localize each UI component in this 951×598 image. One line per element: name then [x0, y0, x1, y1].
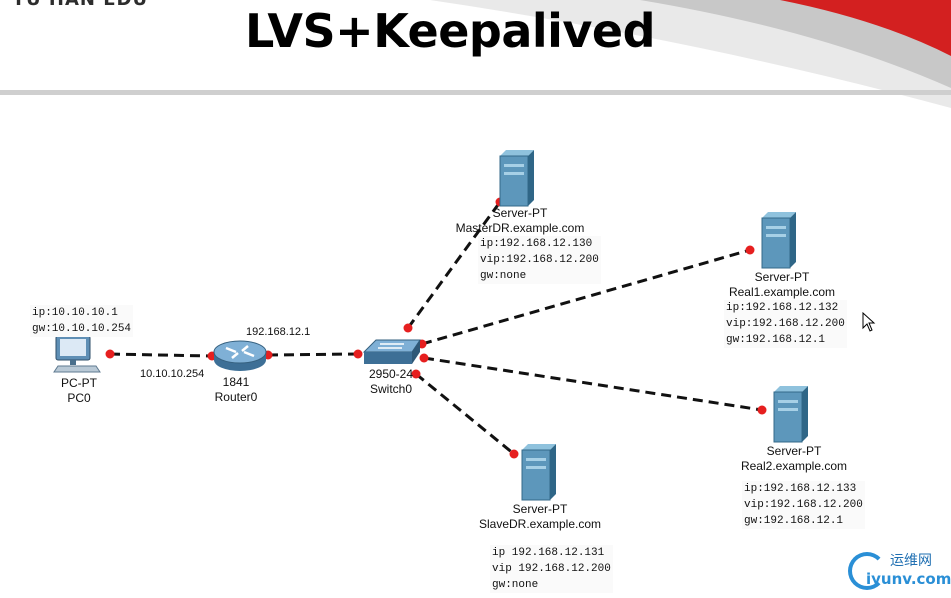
slave-name: SlaveDR.example.com [478, 517, 602, 531]
server-icon-slave [521, 444, 556, 501]
switch0-model: 2950-24 [368, 367, 414, 381]
link-switch-real1 [421, 248, 751, 346]
slave-label: Server-PT SlaveDR.example.com [462, 502, 618, 532]
real2-config-note: ip:192.168.12.133 vip:192.168.12.200 gw:… [742, 481, 865, 529]
switch0-name: Switch0 [369, 382, 413, 396]
pc0-label: PC-PT PC0 [50, 376, 108, 406]
mouse-pointer-icon [862, 312, 876, 332]
switch0-label: 2950-24 Switch0 [360, 367, 422, 397]
link-pc-router [109, 352, 213, 358]
real2-name: Real2.example.com [740, 459, 848, 473]
real1-label: Server-PT Real1.example.com [712, 270, 852, 300]
pc0-model: PC-PT [61, 376, 97, 390]
link-switch-slave [415, 372, 515, 456]
pc0-config-note: ip:10.10.10.1 gw:10.10.10.254 [30, 305, 134, 337]
router-wan-ip: 192.168.12.1 [246, 326, 311, 338]
link-switch-real2 [423, 356, 763, 412]
master-model: Server-PT [492, 206, 548, 220]
real1-config-note: ip:192.168.12.132 vip:192.168.12.200 gw:… [724, 300, 847, 348]
router0-name: Router0 [214, 390, 258, 404]
link-switch-master [406, 201, 502, 329]
switch-icon [362, 339, 421, 364]
router-lan-ip: 10.10.10.254 [140, 368, 205, 380]
slave-config-note: ip 192.168.12.131 vip 192.168.12.200 gw:… [490, 545, 613, 593]
master-label: Server-PT MasterDR.example.com [440, 206, 600, 236]
watermark-en: iyunv.com [866, 570, 951, 588]
router0-label: 1841 Router0 [200, 375, 272, 405]
router0-model: 1841 [222, 375, 250, 389]
real1-name: Real1.example.com [728, 285, 836, 299]
server-icon-real2 [773, 386, 808, 443]
pc0-name: PC0 [67, 391, 91, 405]
router-icon [213, 340, 267, 371]
slide-title: LVS+Keepalived [244, 4, 656, 58]
pc-icon [53, 335, 101, 373]
port-dots [105, 197, 767, 459]
watermark-ring-icon [848, 552, 886, 590]
server-icon-real1 [761, 212, 796, 269]
link-router-switch [267, 352, 359, 357]
real2-label: Server-PT Real2.example.com [724, 444, 864, 474]
real1-model: Server-PT [754, 270, 810, 284]
real2-model: Server-PT [766, 444, 822, 458]
title-divider [0, 90, 951, 95]
master-config-note: ip:192.168.12.130 vip:192.168.12.200 gw:… [478, 236, 601, 284]
links [109, 201, 763, 456]
watermark-cn: 运维网 [890, 553, 932, 569]
watermark-logo: 运维网 iyunv.com [848, 548, 951, 594]
brand-text: YU HAN EDU [12, 0, 148, 10]
slave-model: Server-PT [512, 502, 568, 516]
master-name: MasterDR.example.com [455, 221, 585, 235]
header-decoration [430, 0, 951, 108]
server-icon-master [499, 150, 534, 207]
